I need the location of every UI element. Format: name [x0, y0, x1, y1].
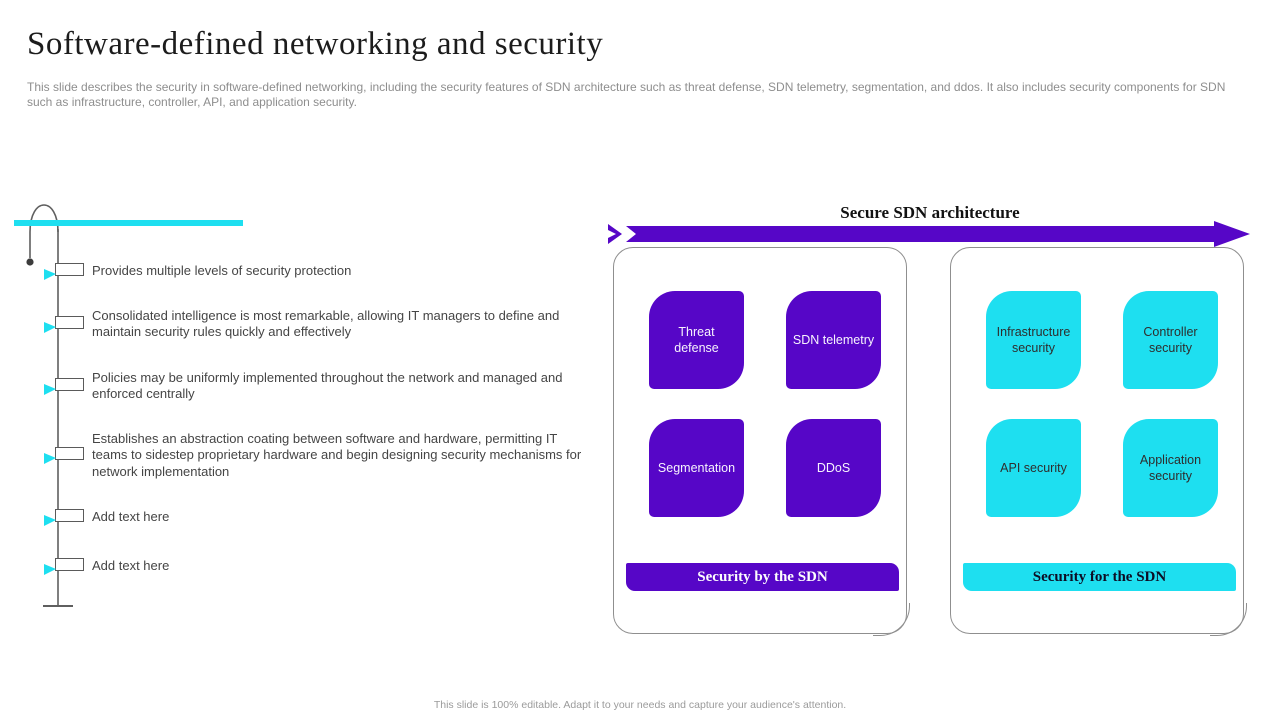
- flag-marker-icon: [44, 315, 84, 334]
- segmentation-box: Segmentation: [649, 419, 744, 517]
- timeline-item-placeholder: Add text here: [44, 508, 169, 527]
- timeline-item-text: Establishes an abstraction coating betwe…: [92, 431, 582, 479]
- timeline-end-dot-icon: [26, 258, 34, 266]
- ddos-box: DDoS: [786, 419, 881, 517]
- right-arrow-icon: [608, 221, 1250, 247]
- page-title: Software-defined networking and security: [27, 26, 604, 62]
- threat-defense-box: Threat defense: [649, 291, 744, 389]
- timeline-item-text: Policies may be uniformly implemented th…: [92, 370, 563, 402]
- footer-note: This slide is 100% editable. Adapt it to…: [433, 699, 847, 711]
- flag-marker-icon: [44, 508, 84, 527]
- timeline-item: Provides multiple levels of security pro…: [44, 262, 351, 281]
- timeline-item-placeholder: Add text here: [44, 557, 169, 576]
- api-security-box: API security: [986, 419, 1081, 517]
- application-security-box: Application security: [1123, 419, 1218, 517]
- timeline-item: Establishes an abstraction coating betwe…: [44, 431, 592, 480]
- box-label: Controller security: [1143, 324, 1198, 355]
- architecture-heading: Secure SDN architecture: [840, 203, 1020, 222]
- security-by-sdn-card: Threat defense SDN telemetry Segmentatio…: [613, 247, 910, 636]
- security-for-sdn-banner: Security for the SDN: [963, 563, 1236, 591]
- flag-marker-icon: [44, 262, 84, 281]
- box-label: API security: [1000, 460, 1067, 475]
- box-label: Infrastructure security: [996, 324, 1071, 355]
- box-label: DDoS: [816, 460, 851, 475]
- timeline-item: Consolidated intelligence is most remark…: [44, 308, 592, 341]
- box-label: Segmentation: [657, 460, 736, 475]
- flag-marker-icon: [44, 557, 84, 576]
- add-text-placeholder[interactable]: Add text here: [92, 509, 170, 525]
- flag-marker-icon: [44, 377, 84, 396]
- timeline-item-text: Provides multiple levels of security pro…: [92, 263, 352, 279]
- slide-description: This slide describes the security in sof…: [27, 80, 1226, 109]
- infrastructure-security-box: Infrastructure security: [986, 291, 1081, 389]
- security-by-sdn-banner: Security by the SDN: [626, 563, 899, 591]
- security-for-sdn-card: Infrastructure security Controller secur…: [950, 247, 1247, 636]
- add-text-placeholder[interactable]: Add text here: [92, 558, 170, 574]
- flag-marker-icon: [44, 446, 84, 465]
- timeline-item: Policies may be uniformly implemented th…: [44, 370, 592, 403]
- box-label: SDN telemetry: [792, 332, 875, 347]
- box-label: Application security: [1139, 452, 1202, 483]
- timeline-spine-graphic: [26, 204, 73, 607]
- controller-security-box: Controller security: [1123, 291, 1218, 389]
- cyan-accent-bar: [14, 220, 243, 226]
- box-label: Threat defense: [674, 324, 719, 355]
- timeline-item-text: Consolidated intelligence is most remark…: [92, 308, 560, 340]
- sdn-telemetry-box: SDN telemetry: [786, 291, 881, 389]
